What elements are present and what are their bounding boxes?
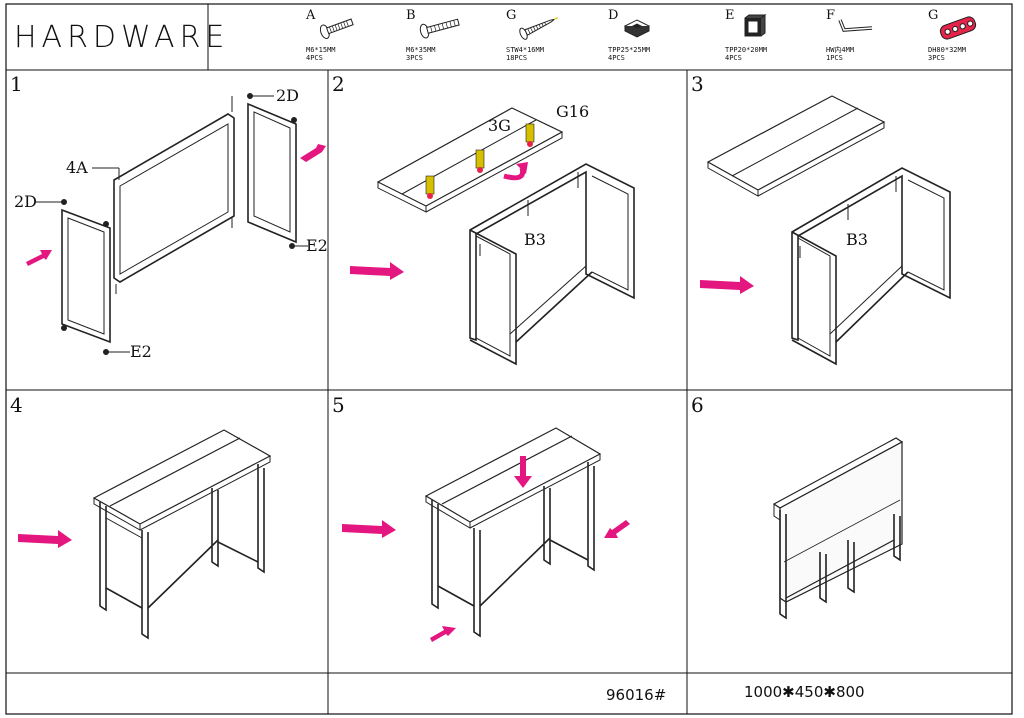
- part-qty: 3PCS: [406, 54, 423, 62]
- bolt-icon: [419, 18, 460, 39]
- step-number: 1: [10, 72, 23, 96]
- step-number: 5: [332, 393, 345, 417]
- step-number: 6: [691, 393, 704, 417]
- hinge-plate-icon: [939, 16, 977, 40]
- hardware-title: HARDWARE: [14, 20, 230, 55]
- callout-label: 4A: [66, 158, 88, 177]
- tube-plug-icon: [744, 14, 767, 37]
- part-qty: 4PCS: [306, 54, 323, 62]
- part-qty: 3PCS: [928, 54, 945, 62]
- part-letter: F: [826, 8, 836, 23]
- part-qty: 4PCS: [725, 54, 742, 62]
- part-letter: B: [406, 8, 416, 23]
- callout-label: B3: [846, 230, 868, 249]
- part-qty: 1PCS: [826, 54, 843, 62]
- step-1-illustration: [26, 93, 326, 355]
- part-letter: E: [725, 8, 735, 23]
- part-qty: 4PCS: [608, 54, 625, 62]
- part-letter: D: [608, 8, 619, 23]
- step-number: 4: [10, 393, 23, 417]
- bolt-icon: [319, 18, 354, 40]
- step-2-illustration: [350, 107, 635, 366]
- step-number: 3: [691, 72, 704, 96]
- step-5-illustration: [342, 427, 630, 642]
- callout-label: 2D: [276, 86, 300, 105]
- part-spec: TPP25*25MM: [608, 46, 651, 54]
- callout-label: E2: [130, 342, 152, 361]
- part-letter: G: [506, 8, 517, 23]
- step-6-illustration: [772, 437, 904, 620]
- callout-label: E2: [306, 236, 328, 255]
- part-spec: TPP20*20MM: [725, 46, 768, 54]
- part-spec: STW4*16MM: [506, 46, 544, 54]
- part-letter: G: [928, 8, 939, 23]
- hex-key-icon: [838, 19, 873, 32]
- callout-label: 3G: [488, 116, 511, 135]
- step-number: 2: [332, 72, 345, 96]
- model-number: 96016#: [606, 686, 667, 704]
- product-dimensions: 1000✱450✱800: [744, 683, 865, 701]
- part-letter: A: [306, 8, 316, 23]
- part-spec: HW内4MM: [826, 46, 855, 54]
- callout-label: B3: [524, 230, 546, 249]
- step-3-illustration: [700, 95, 951, 366]
- callout-label: G16: [556, 102, 590, 121]
- part-spec: M6*15MM: [306, 46, 336, 54]
- part-spec: DH80*32MM: [928, 46, 966, 54]
- screw-icon: [519, 17, 559, 40]
- callout-label: 2D: [14, 192, 38, 211]
- part-spec: M6*35MM: [406, 46, 436, 54]
- part-qty: 18PCS: [506, 54, 528, 62]
- step-4-illustration: [18, 429, 272, 640]
- foot-cap-icon: [623, 19, 651, 38]
